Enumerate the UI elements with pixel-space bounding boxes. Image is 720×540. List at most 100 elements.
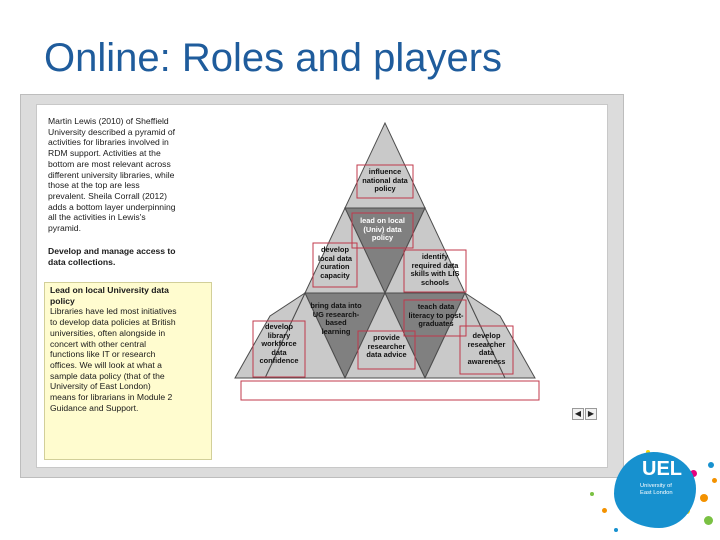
intro-line: different university libraries, while (48, 169, 175, 180)
highlight-influence (356, 164, 414, 199)
label-line: researcher (367, 341, 406, 351)
label-line: data advice (366, 350, 407, 360)
callout-body-line: sample data policy (that of the (50, 370, 165, 381)
highlight-develop-researcher (459, 325, 514, 375)
intro-line: prevalent. Sheila Corrall (2012) (48, 190, 167, 201)
label-influence: influence national data policy (357, 167, 413, 194)
heading-line: data collections. (48, 256, 116, 267)
label-provide: provide researcher data advice (356, 333, 417, 360)
callout-body-line: Libraries have led most initiatives (50, 306, 177, 317)
intro-text: Martin Lewis (2010) of Sheffield Univers… (48, 116, 212, 234)
intro-line: RDM support. Activities at the (48, 148, 161, 159)
decor-dot (712, 478, 717, 483)
highlight-teach (403, 299, 467, 337)
label-develop-curation: develop local data curation capacity (311, 245, 359, 280)
label-identify: identify required data skills with LIS s… (402, 252, 468, 287)
label-line: develop (321, 245, 349, 254)
heading-line: Develop and manage access to (48, 246, 176, 256)
label-line: curation (320, 262, 350, 272)
label-line: data (271, 347, 287, 357)
label-line: library (267, 330, 291, 340)
intro-line: Martin Lewis (2010) of Sheffield (48, 116, 169, 126)
label-line: graduates (418, 319, 454, 329)
decor-dot (602, 508, 607, 513)
uel-logo-subtitle: University of East London (640, 483, 692, 497)
decor-dot (690, 470, 697, 477)
highlight-provide (357, 330, 416, 370)
chevron-left-icon: ◀ (574, 409, 582, 418)
label-line: develop (265, 322, 293, 331)
intro-line: bottom are most relevant across (48, 158, 171, 169)
label-develop-library: develop library workforce data confidenc… (254, 322, 304, 366)
prev-button[interactable]: ◀ (572, 408, 584, 420)
callout-body-line: Guidance and Support. (50, 402, 139, 413)
decor-dot (590, 492, 594, 496)
label-line: (Univ) data (363, 224, 402, 234)
callout-body-line: functions like IT or research (50, 349, 156, 360)
callout-title-line: policy (50, 295, 75, 306)
label-line: national data (362, 175, 408, 185)
label-line: learning (321, 326, 351, 336)
label-line: policy (371, 233, 394, 243)
callout-body-line: means for librarians in Module 2 (50, 392, 173, 403)
highlight-develop-library (252, 320, 306, 378)
callout-body-line: to develop data policies at British (50, 317, 176, 328)
decor-dot (708, 462, 714, 468)
label-teach: teach data literacy to post- graduates (402, 302, 470, 329)
next-button[interactable]: ▶ (585, 408, 597, 420)
logo-subtitle-line: East London (640, 489, 673, 496)
activity-heading: Develop and manage access to data collec… (48, 246, 212, 267)
highlight-bottom-layer (240, 380, 540, 401)
callout-body-line: University of East London) (50, 381, 151, 392)
highlight-identify (403, 249, 467, 293)
label-line: workforce (261, 339, 297, 349)
intro-line: pyramid. (48, 223, 81, 234)
uel-logo (614, 452, 696, 528)
label-develop-researcher: develop researcher data awareness (458, 331, 515, 366)
label-line: researcher (467, 339, 506, 349)
callout-body-line: universities, often alongside in (50, 327, 166, 338)
chevron-right-icon: ▶ (587, 409, 595, 418)
label-line: data (478, 348, 495, 358)
label-line: skills with LIS (410, 269, 460, 279)
uel-logo-text: UEL (642, 458, 682, 480)
callout-body-line: offices. We will look at what a (50, 359, 162, 370)
label-bring: bring data into UG research- based learn… (302, 301, 370, 336)
label-line: provide (373, 333, 400, 342)
logo-subtitle-line: University of (640, 483, 672, 489)
intro-line: adds a bottom layer underpinning (48, 201, 176, 212)
callout-text: Lead on local University data policy Lib… (50, 285, 210, 413)
label-line: lead on local (360, 216, 405, 225)
label-line: teach data (417, 302, 455, 311)
intro-line: all the activities in Lewis's (48, 212, 146, 223)
label-line: influence (368, 167, 402, 176)
label-line: required data (411, 260, 459, 270)
callout-title: Lead on local University data policy (50, 285, 210, 306)
decor-dot (704, 516, 713, 525)
callout-body-line: concert with other central (50, 338, 147, 349)
label-line: literacy to post- (408, 310, 464, 320)
label-line: policy (374, 184, 396, 194)
slide-title: Online: Roles and players (44, 36, 503, 80)
label-line: bring data into (310, 301, 362, 310)
label-line: schools (421, 277, 449, 287)
callout-title-line: Lead on local University data (50, 285, 169, 295)
intro-line: University described a pyramid of (48, 126, 176, 137)
label-lead: lead on local (Univ) data policy (352, 216, 413, 243)
intro-line: those at the top are less (48, 180, 140, 191)
label-line: UG research- (312, 309, 360, 319)
label-line: confidence (259, 356, 299, 366)
label-line: based (325, 318, 347, 328)
decor-dot (700, 494, 708, 502)
highlight-lead (351, 212, 414, 249)
corner-right (463, 291, 536, 379)
label-line: awareness (467, 356, 506, 366)
highlight-boxes (240, 164, 540, 401)
intro-line: activities for libraries involved in (48, 137, 169, 148)
decor-dot (614, 528, 618, 532)
label-line: capacity (320, 270, 350, 280)
callout-box (44, 282, 212, 460)
label-line: develop (472, 331, 501, 340)
label-line: local data (317, 253, 353, 263)
